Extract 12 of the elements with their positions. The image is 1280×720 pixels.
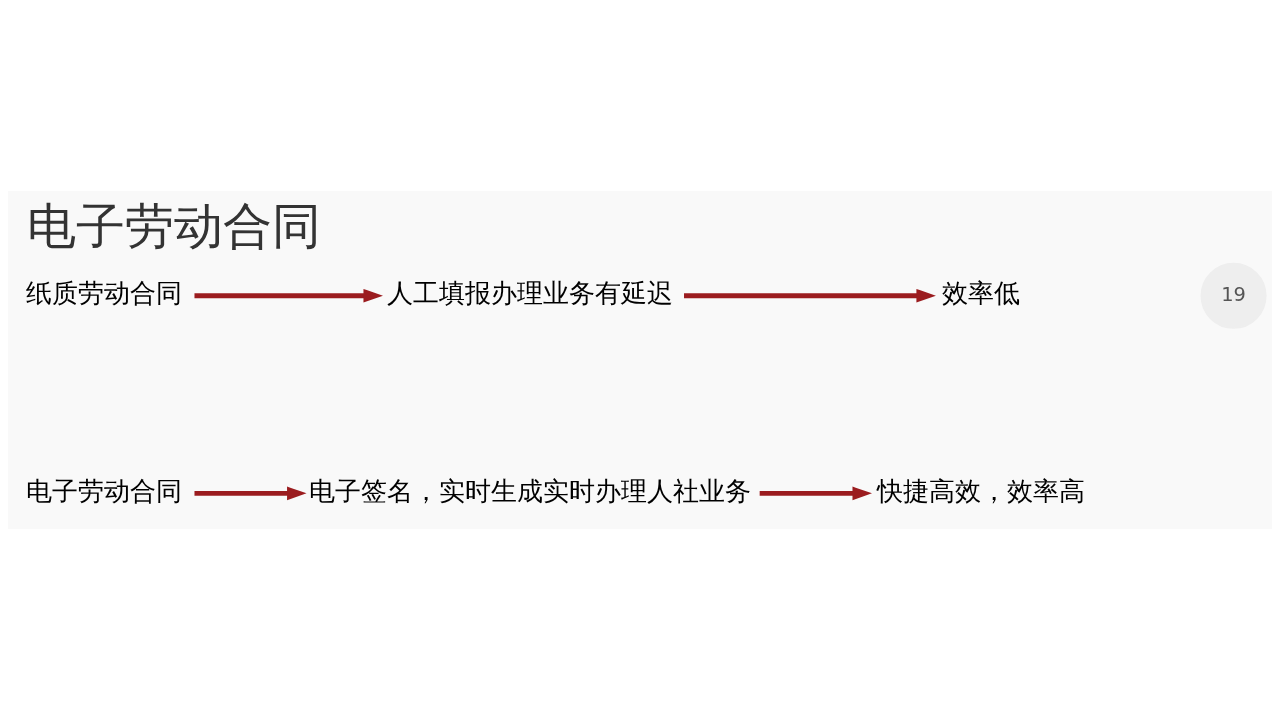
diagram-title: 电子劳动合同	[27, 197, 322, 254]
node-text: 电子劳动合同	[26, 475, 183, 506]
node-text: 纸质劳动合同	[26, 277, 183, 308]
node-text: 效率低	[941, 277, 1020, 308]
arrow	[759, 486, 872, 501]
arrow	[194, 288, 383, 303]
node-text: 人工填报办理业务有延迟	[386, 277, 673, 308]
node-text: 电子签名，实时生成实时办理人社业务	[308, 475, 751, 506]
arrow	[194, 486, 307, 501]
label: 19	[1221, 282, 1246, 306]
node-text: 快捷高效，效率高	[876, 475, 1085, 506]
arrow	[684, 288, 936, 303]
